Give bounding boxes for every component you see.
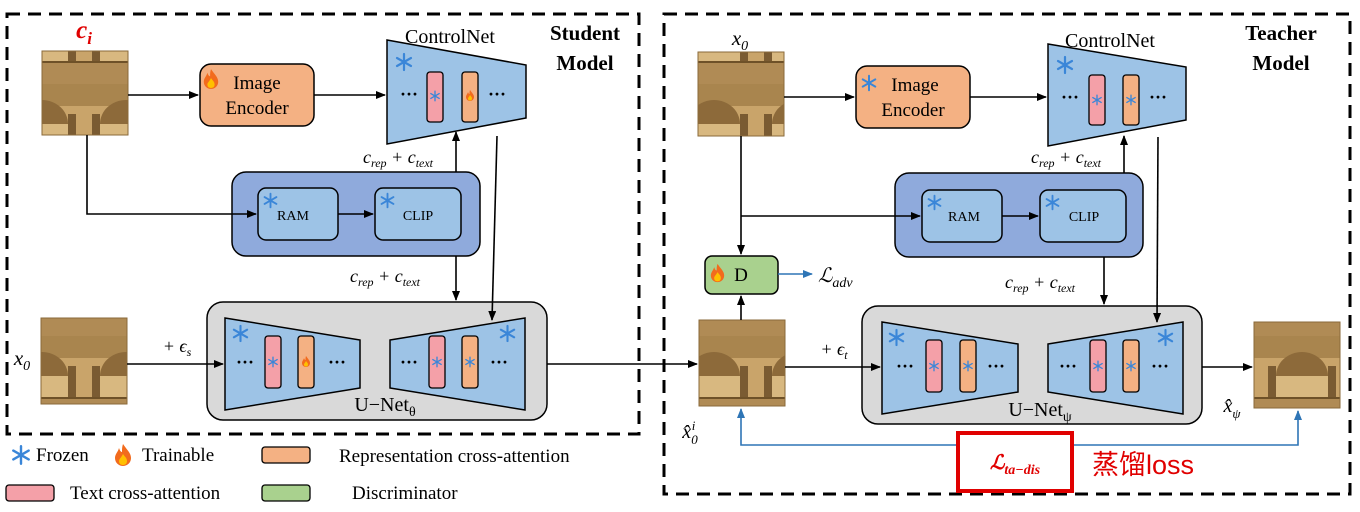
input-image-ci — [41, 50, 129, 136]
teacher-x0-label: x0 — [731, 26, 748, 54]
student-title-line1: Student — [550, 21, 620, 45]
legend-frozen-label: Frozen — [36, 445, 89, 466]
teacher-cn-dots-2: ··· — [1149, 87, 1167, 107]
legend-repr-label: Representation cross-attention — [339, 446, 570, 467]
teacher-unet-decoder — [1047, 321, 1184, 415]
student-ram-label: RAM — [277, 209, 309, 224]
legend-trainable-label: Trainable — [142, 445, 214, 466]
chinese-loss-label: 蒸馏loss — [1092, 450, 1194, 480]
teacher-controlnet-label: ControlNet — [1065, 30, 1155, 52]
student-controlnet — [386, 39, 527, 145]
student-unet-decoder — [389, 317, 526, 411]
legend-repr-swatch — [261, 446, 311, 464]
teacher-cond-label-top: crep + ctext — [1031, 147, 1102, 170]
discriminator-label: D — [734, 265, 748, 286]
student-model-frame — [5, 12, 641, 436]
student-controlnet-label: ControlNet — [405, 26, 495, 48]
student-clip-label: CLIP — [403, 209, 434, 224]
legend-disc-label: Discriminator — [352, 483, 458, 504]
teacher-ram-label: RAM — [948, 210, 980, 225]
teacher-unet-dots-1: ··· — [896, 356, 914, 376]
teacher-title-line2: Model — [1252, 51, 1309, 75]
ci-label: ci — [76, 17, 92, 48]
legend-disc-swatch — [261, 484, 311, 502]
teacher-encoder-label-1: Image — [891, 75, 938, 96]
teacher-unet-dots-2: ··· — [987, 356, 1005, 376]
student-cond-label-bottom: crep + ctext — [350, 266, 421, 289]
student-cn-dots-2: ··· — [488, 84, 506, 104]
teacher-unet-dots-3: ··· — [1059, 356, 1077, 376]
student-x0-image — [40, 317, 128, 405]
student-title-line2: Model — [556, 51, 613, 75]
loss-arrows — [737, 270, 1302, 446]
student-cn-dots-1: ··· — [400, 84, 418, 104]
teacher-clip-label: CLIP — [1069, 210, 1100, 225]
teacher-controlnet — [1047, 43, 1187, 147]
legend-trainable-flame-icon — [115, 444, 131, 466]
legend-text-label: Text cross-attention — [70, 483, 221, 504]
teacher-encoder-label-2: Encoder — [881, 100, 945, 121]
adv-loss-label: ℒadv — [818, 265, 853, 291]
teacher-output-image — [1253, 321, 1341, 409]
student-x0-label: x0 — [13, 346, 30, 374]
teacher-clip-box — [1039, 189, 1127, 243]
legend-text-swatch — [5, 484, 55, 502]
teacher-unet-label: U−Netψ — [1008, 399, 1072, 425]
student-cond-label-top: crep + ctext — [363, 147, 434, 170]
student-unet-dots-4: ··· — [490, 352, 508, 372]
teacher-unet-encoder — [881, 321, 1019, 415]
student-unet-encoder — [224, 317, 361, 411]
student-clip-box — [374, 187, 462, 241]
teacher-model-frame — [662, 12, 1352, 496]
student-unet-label: U−Netθ — [354, 394, 416, 420]
student-noise-label: + ϵs — [163, 336, 192, 359]
xhat0i-label: x̂0i — [681, 418, 698, 447]
legend-frozen-snowflake-icon — [12, 444, 30, 466]
xhatpsi-label: x̂ψ — [1223, 395, 1242, 421]
student-encoder-label-2: Encoder — [225, 98, 289, 119]
student-unet-dots-3: ··· — [400, 352, 418, 372]
ta-dis-loss-box — [956, 431, 1074, 493]
student-unet-dots-2: ··· — [328, 352, 346, 372]
student-encoder-label-1: Image — [233, 73, 280, 94]
student-unet-dots-1: ··· — [236, 352, 254, 372]
generated-image-xhat0i — [698, 319, 786, 407]
teacher-x0-image — [697, 51, 785, 137]
discriminator-box — [704, 255, 779, 295]
teacher-arrows — [737, 93, 1253, 371]
ta-dis-loss-label: ℒta−dis — [990, 452, 1041, 478]
teacher-noise-label: + ϵt — [820, 339, 848, 362]
teacher-unet-dots-4: ··· — [1151, 356, 1169, 376]
student-arrows — [86, 91, 698, 368]
teacher-cn-dots-1: ··· — [1061, 87, 1079, 107]
teacher-cond-label-bottom: crep + ctext — [1005, 272, 1076, 295]
teacher-title-line1: Teacher — [1245, 21, 1317, 45]
